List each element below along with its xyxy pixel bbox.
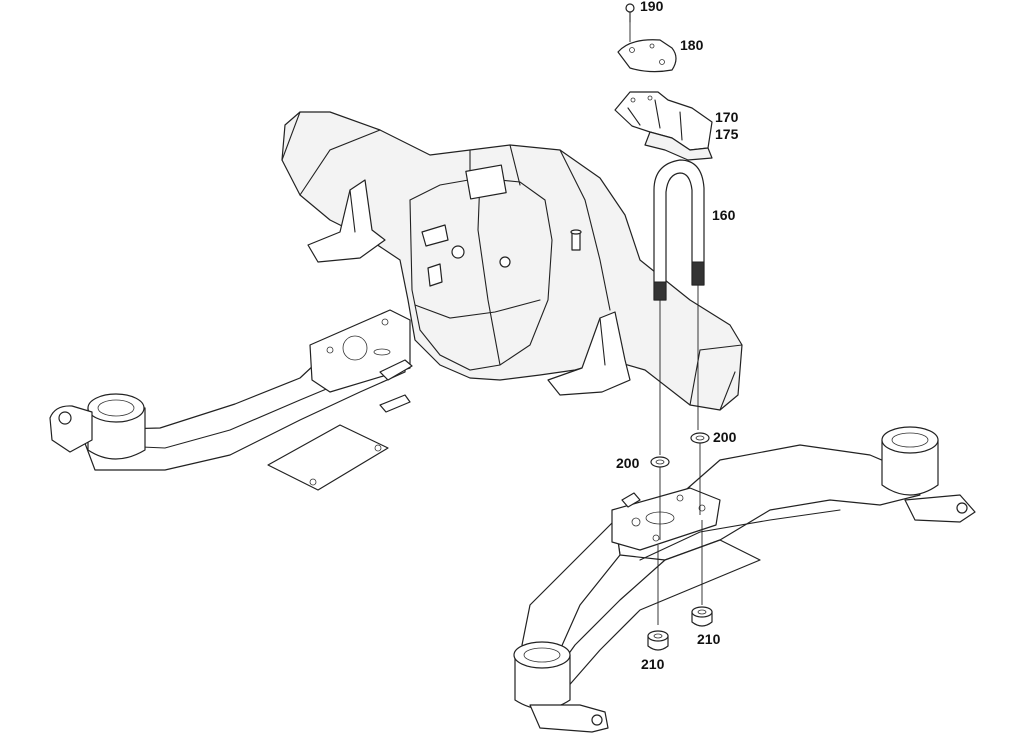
rear-subframe-back	[49, 309, 413, 491]
callout-210-right: 210	[697, 631, 721, 647]
saddle-clamp-170-175	[614, 91, 713, 161]
nut-210-left	[647, 545, 669, 651]
callout-170: 170	[715, 109, 739, 125]
bracket-right-back	[547, 311, 631, 396]
cover-plate-180	[617, 39, 677, 73]
callout-200-right: 200	[713, 429, 737, 445]
nut-210-right	[691, 520, 713, 627]
front-subframe	[513, 426, 976, 733]
u-bolt-160	[653, 159, 705, 455]
bushing-right-front	[881, 426, 939, 496]
callout-180: 180	[680, 37, 704, 53]
bushing-left-back	[87, 393, 146, 460]
differential-housing	[281, 111, 743, 411]
bracket-left-back	[307, 179, 386, 263]
callout-200-left: 200	[616, 455, 640, 471]
callout-175: 175	[715, 126, 739, 142]
callout-190: 190	[640, 0, 664, 14]
bolt-190	[625, 3, 635, 42]
callout-210-left: 210	[641, 656, 665, 672]
washer-200-right	[690, 432, 710, 515]
bushing-left-front	[513, 641, 571, 710]
washer-200-left	[650, 456, 670, 540]
callout-160: 160	[712, 207, 736, 223]
